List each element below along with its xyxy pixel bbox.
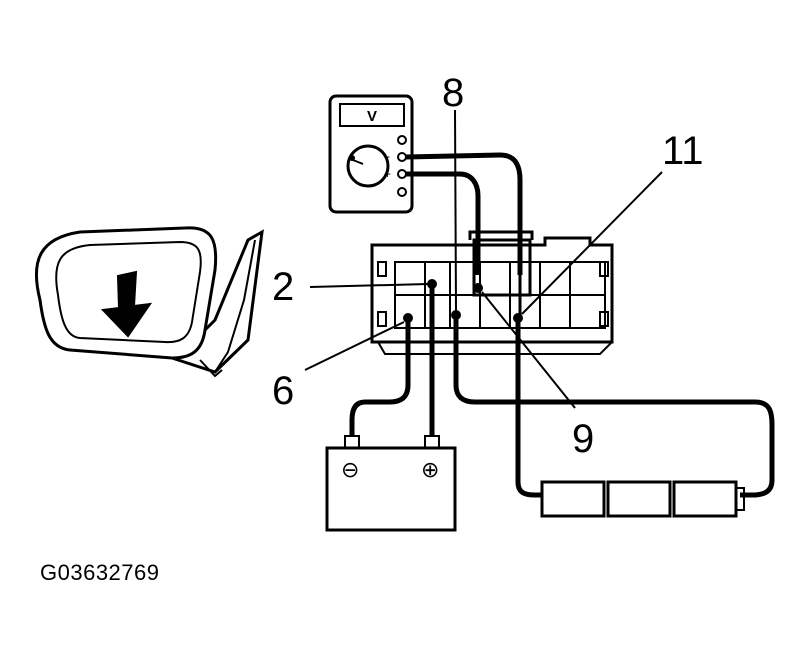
down-arrow-icon: [100, 270, 153, 338]
voltmeter-leads: [405, 152, 523, 275]
callout-pin-9: 9: [572, 417, 594, 461]
pin-8-terminal: [473, 283, 483, 293]
mirror-switch-connector: [370, 230, 614, 355]
test-load: [540, 480, 745, 518]
voltmeter-display: V: [367, 108, 377, 125]
callout-pin-2: 2: [272, 265, 294, 309]
battery-wires: [349, 284, 435, 436]
callout-pin-8: 8: [442, 71, 464, 115]
callout-pin-11: 11: [662, 129, 704, 173]
svg-text:-: -: [386, 149, 390, 163]
figure-id: G03632769: [40, 560, 160, 585]
callout-pin-6: 6: [272, 369, 294, 413]
voltmeter: V - +: [328, 94, 414, 214]
side-mirror: [34, 226, 264, 378]
battery-positive-icon: ⊕: [421, 458, 439, 483]
battery-negative-icon: ⊖: [341, 458, 359, 483]
svg-text:+: +: [384, 167, 391, 181]
leader-lines: [304, 109, 663, 409]
battery: ⊖ ⊕: [325, 435, 457, 532]
load-wires: [453, 315, 775, 498]
